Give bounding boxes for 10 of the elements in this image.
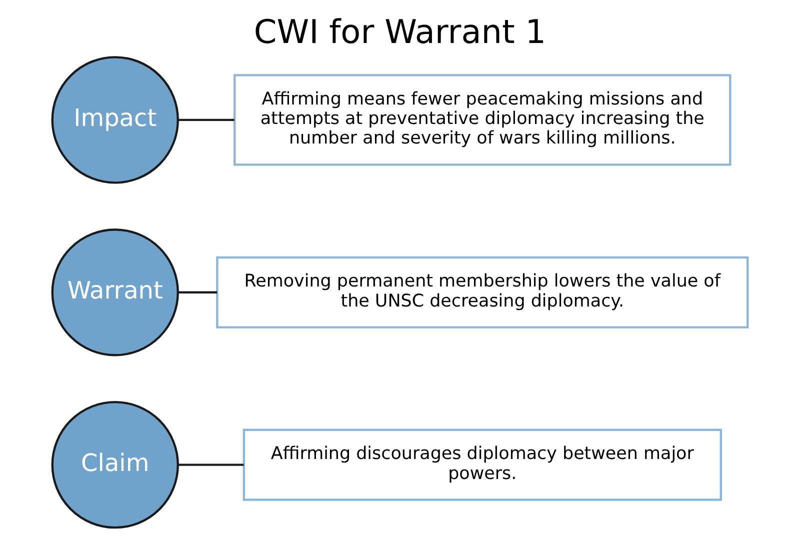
node-box: Affirming means fewer peacemaking missions and attempts at preventative diplomacy increasing the number and severity of wars killing millions.	[234, 74, 732, 166]
node-box: Affirming discourages diplomacy between major powers.	[242, 428, 722, 501]
connector	[178, 118, 234, 122]
connector	[178, 464, 244, 466]
node-circle: Impact	[51, 56, 179, 184]
diagram-title: CWI for Warrant 1	[254, 12, 546, 51]
node-circle: Warrant	[51, 228, 179, 356]
node-circle: Claim	[51, 400, 179, 529]
node-box: Removing permanent membership lowers the value of the UNSC decreasing diplomacy.	[216, 256, 749, 328]
connector	[178, 291, 218, 294]
